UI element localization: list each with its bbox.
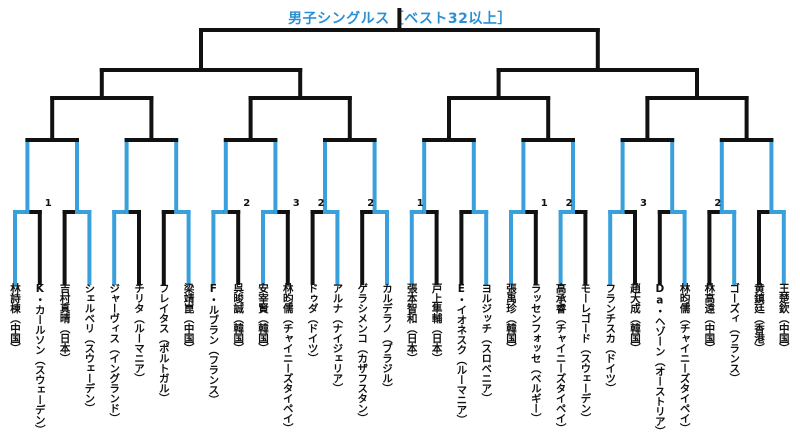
player-name: 趙大成（韓国） [629,283,641,353]
seed-label: 3 [292,198,300,209]
player-name: 呉晙誠（韓国） [232,283,245,353]
player-name: 安宰賢（韓国） [257,283,269,353]
player-name: Da・ヘゾーン（オーストリア） [653,283,666,436]
player-name: 林昀儒（チャイニーズタイペイ） [678,283,691,433]
player-name: E・イオネスク（ルーマニア） [455,283,468,425]
player-name: 王楚欽（中国） [777,283,790,353]
seed-label: 1 [44,198,52,209]
seed-label: 2 [243,198,251,209]
player-name: シェルベリ（スウェーデン） [83,283,96,413]
seed-label: 2 [317,198,325,209]
player-name: チリタ（ルーマニア） [133,283,145,383]
player-name: ゴーズィ（フランス） [728,283,741,383]
player-name: フレイタス（ポルトガル） [157,283,170,403]
player-name: 林昀儒（チャイニーズタイペイ） [281,283,294,433]
player-name: 黄鎮廷（香港） [753,283,765,353]
player-name: ゲラシメンコ（カザフスタン） [356,283,369,423]
seed-label: 2 [367,198,375,209]
player-name: カルデラノ（ブラジル） [381,283,393,393]
seed-label: 1 [540,198,548,209]
player-name: ジャーヴィス（イングランド） [108,283,121,423]
player-name: 戸上隼輔（日本） [430,283,443,363]
player-name: ドゥダ（ドイツ） [306,283,319,363]
player-name: フランチスカ（ドイツ） [604,283,617,393]
player-name: 張本智和（日本） [405,283,418,363]
player-name: ラッセンフォッセ（ベルギー） [529,283,542,423]
player-name: F・ルブラン（フランス） [207,283,220,405]
player-name: モーレゴード（スウェーデン） [579,283,592,423]
player-name: 林高遠（中国） [703,283,716,353]
player-name: K・カールソン（スウェーデン） [33,283,46,435]
player-name: 林詩棟（中国） [9,283,21,353]
player-name: 張禹珍（韓国） [505,283,517,353]
player-name: 吉村真晴（日本） [58,283,71,363]
seed-label: 1 [416,198,424,209]
player-name: ヨルジッチ（スロベニア） [480,283,493,403]
player-name: 高承睿（チャイニーズタイペイ） [554,283,567,433]
seed-label: 2 [714,198,722,209]
seed-label: 3 [640,198,647,209]
player-name: アルナ（ナイジェリア） [331,283,344,393]
player-name: 梁靖崑（中国） [182,283,195,353]
seed-label: 2 [565,198,573,209]
